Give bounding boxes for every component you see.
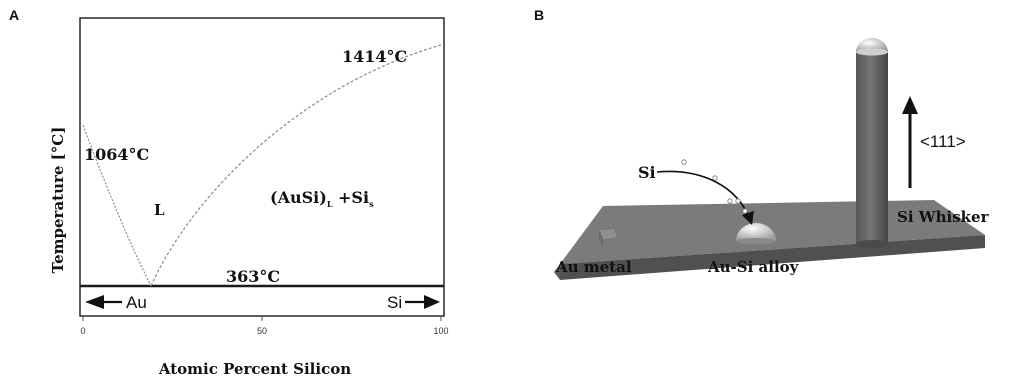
region-two-phase-base: (AuSi) bbox=[270, 188, 327, 207]
alloy-droplet-base bbox=[736, 238, 776, 244]
whisker-cap bbox=[856, 38, 888, 52]
au-arrow-head-icon bbox=[85, 295, 104, 309]
direction-label: <111> bbox=[920, 132, 966, 151]
alloy-droplet bbox=[736, 223, 776, 241]
x-axis-label: Atomic Percent Silicon bbox=[158, 360, 351, 378]
panel-a-letter: A bbox=[9, 7, 19, 23]
si-whisker bbox=[856, 50, 888, 244]
si-atom-icon bbox=[735, 198, 741, 204]
eutectic-temperature: 363°C bbox=[226, 267, 280, 286]
si-source-label: Si bbox=[638, 163, 656, 182]
region-two-phase-sub2: s bbox=[369, 199, 374, 209]
si-atom-icon bbox=[712, 175, 718, 181]
x-tick-label: 0 bbox=[80, 326, 85, 336]
substrate-left-edge bbox=[554, 264, 560, 280]
whisker-label: Si Whisker bbox=[897, 208, 990, 226]
au-metal-block-side bbox=[599, 230, 603, 248]
region-two-phase: (AuSi)L +Sis bbox=[270, 188, 374, 209]
whisker-base bbox=[856, 240, 888, 248]
si-arrow-head-icon bbox=[424, 295, 440, 309]
liquidus-si-side bbox=[150, 44, 442, 287]
region-two-phase-sub1: L bbox=[327, 199, 333, 209]
whisker-cap-rim bbox=[856, 48, 888, 56]
growth-arrow-head-icon bbox=[902, 96, 918, 114]
region-two-phase-mid: +Si bbox=[332, 188, 369, 207]
au-metal-label: Au metal bbox=[555, 258, 632, 276]
panel-b-letter: B bbox=[534, 7, 544, 23]
au-metal-block bbox=[598, 227, 619, 241]
si-atom-icon bbox=[742, 208, 748, 214]
au-axis-label: Au bbox=[126, 293, 147, 312]
y-axis-label: Temperature [°C] bbox=[49, 127, 67, 274]
x-tick-label: 50 bbox=[257, 326, 267, 336]
si-axis-label: Si bbox=[387, 293, 402, 312]
si-melting-point: 1414°C bbox=[342, 47, 407, 66]
si-atom-icon bbox=[727, 198, 733, 204]
au-melting-point: 1064°C bbox=[84, 145, 149, 164]
alloy-label: Au-Si alloy bbox=[707, 258, 800, 276]
si-atom-icon bbox=[681, 159, 687, 165]
x-tick-label: 100 bbox=[433, 326, 448, 336]
region-liquid: L bbox=[154, 201, 165, 219]
x-tick-lines bbox=[82, 316, 442, 321]
